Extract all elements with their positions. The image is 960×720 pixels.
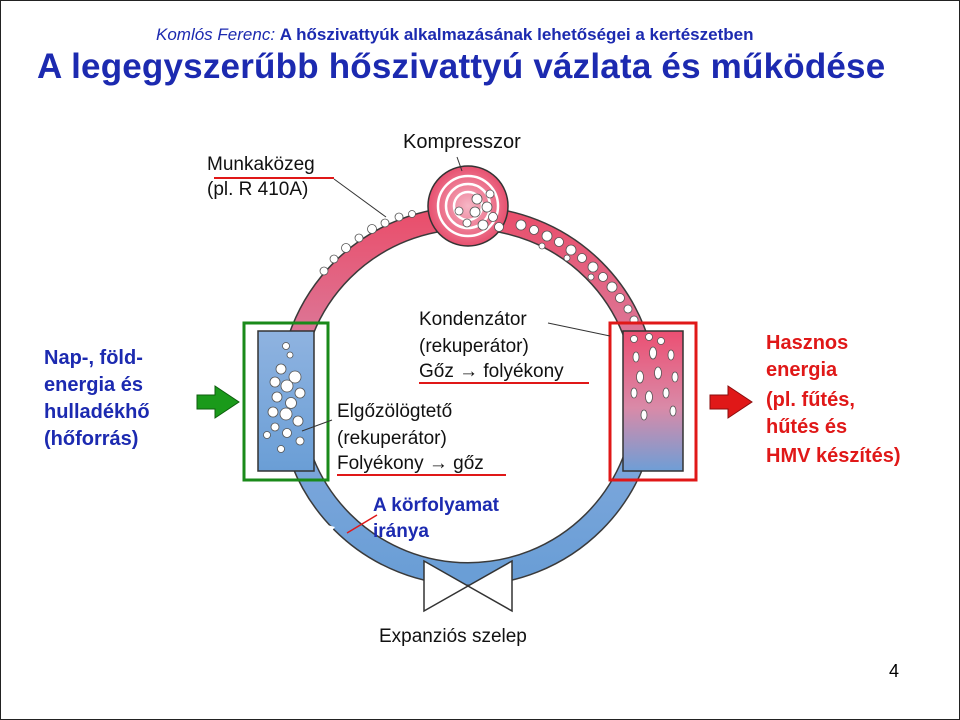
working-fluid-label-1: Munkaközeg [207,154,315,175]
heat-input-arrow-icon [196,385,240,419]
evaporator-label-3: Folyékony → gőz [337,453,484,474]
cycle-direction-arrowhead-icon [323,524,335,534]
header-subject: A hőszivattyúk alkalmazásának lehetősége… [279,25,754,44]
useful-energy-label-1: Hasznos [766,332,848,354]
useful-energy-label-4: hűtés és [766,416,847,438]
evaporator-label-2: (rekuperátor) [337,428,447,449]
condenser-pointer [547,322,611,337]
condenser-label-3: Gőz → folyékony [419,361,564,382]
heat-output-arrow-icon [709,385,753,419]
evaporator-frame [242,321,330,482]
cycle-direction-label-2: iránya [373,521,429,542]
header-author: Komlós Ferenc: [156,25,280,44]
useful-energy-label-2: energia [766,359,838,381]
ring-bubbles [319,210,639,325]
heat-source-label-2: energia és [44,374,143,396]
compressor [427,165,509,247]
evaporator-pointer [301,419,333,432]
expansion-valve-left [423,559,470,613]
useful-energy-label-3: (pl. fűtés, [766,389,855,411]
expansion-valve-right [466,559,513,613]
heat-source-label-3: hulladékhő [44,401,150,423]
condenser-frame [608,321,698,482]
compressor-pointer [456,156,463,172]
page-title: A legegyszerűbb hőszivattyú vázlata és m… [37,47,886,86]
slide-number: 4 [889,661,900,681]
compressor-label: Kompresszor [403,131,521,153]
evaporator-bubbles [263,342,306,453]
useful-energy-label-5: HMV készítés) [766,445,901,467]
condenser-label-1: Kondenzátor [419,309,527,330]
header-line: Komlós Ferenc: A hőszivattyúk alkalmazás… [156,25,753,45]
working-fluid-pointer [333,178,387,218]
cycle-direction-label-1: A körfolyamat [373,495,500,516]
heat-source-label-1: Nap-, föld- [44,347,143,369]
cycle-direction-pointer [346,514,378,534]
heat-source-label-4: (hőforrás) [44,428,138,450]
compressor-bubbles [454,189,504,232]
evaporator-label-1: Elgőzölögtető [337,401,452,422]
expansion-valve-label: Expanziós szelep [379,626,527,647]
condenser-label-2: (rekuperátor) [419,336,529,357]
condenser-droplets [630,333,679,421]
working-fluid-label-2: (pl. R 410A) [207,179,308,200]
